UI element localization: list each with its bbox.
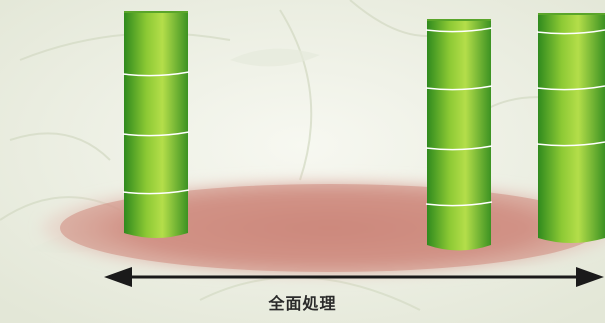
arrow-head-right [576,267,604,287]
bamboo-node-lines [536,29,605,147]
caption-label: 全面処理 [268,294,337,313]
bamboo-stalk-right [536,13,605,243]
bamboo-node-lines [122,71,190,195]
span-arrow [104,267,604,287]
bamboo-stalk-left [122,11,190,238]
bamboo-stalk-center-right [425,19,493,251]
bamboo-node-lines [425,27,493,207]
arrow-head-left [104,267,132,287]
